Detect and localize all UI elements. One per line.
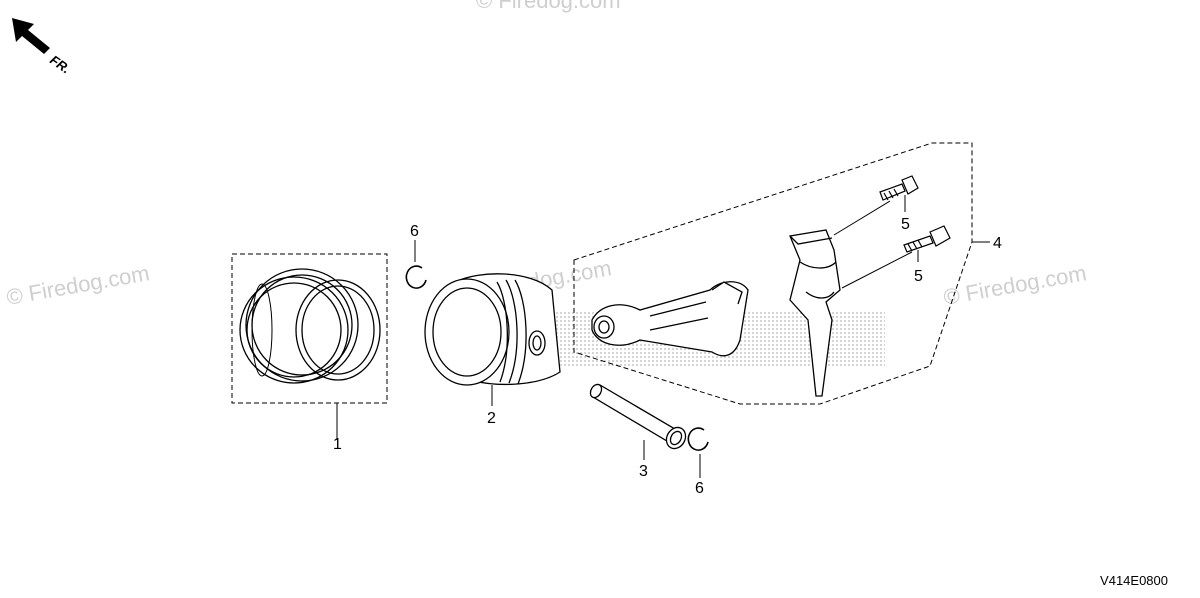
piston[interactable] bbox=[424, 273, 561, 406]
rod-bolt-lower[interactable] bbox=[841, 225, 951, 289]
callout-3: 3 bbox=[639, 463, 648, 480]
arrow-front-icon: FR. bbox=[12, 18, 73, 76]
watermark-right: © Firedog.com bbox=[942, 260, 1089, 310]
watermark-left: © Firedog.com bbox=[5, 260, 152, 310]
piston-ring-set[interactable] bbox=[231, 253, 388, 440]
connecting-rod-set[interactable] bbox=[573, 142, 973, 405]
rod-bolt-upper[interactable] bbox=[833, 175, 919, 236]
callout-6-lower: 6 bbox=[695, 480, 704, 497]
direction-label: FR. bbox=[47, 52, 73, 76]
callout-5-lower: 5 bbox=[914, 268, 923, 285]
watermark-top: © Firedog.com bbox=[476, 0, 621, 13]
callout-4: 4 bbox=[993, 235, 1002, 252]
callout-1: 1 bbox=[333, 436, 342, 453]
piston-pin[interactable] bbox=[588, 382, 689, 460]
diagram-code: V414E0800 bbox=[1100, 573, 1168, 588]
pin-clip-upper[interactable] bbox=[405, 240, 427, 289]
pin-clip-lower[interactable] bbox=[687, 427, 709, 478]
callout-5-upper: 5 bbox=[901, 216, 910, 233]
callout-6-upper: 6 bbox=[410, 223, 419, 240]
callout-2: 2 bbox=[487, 410, 496, 427]
